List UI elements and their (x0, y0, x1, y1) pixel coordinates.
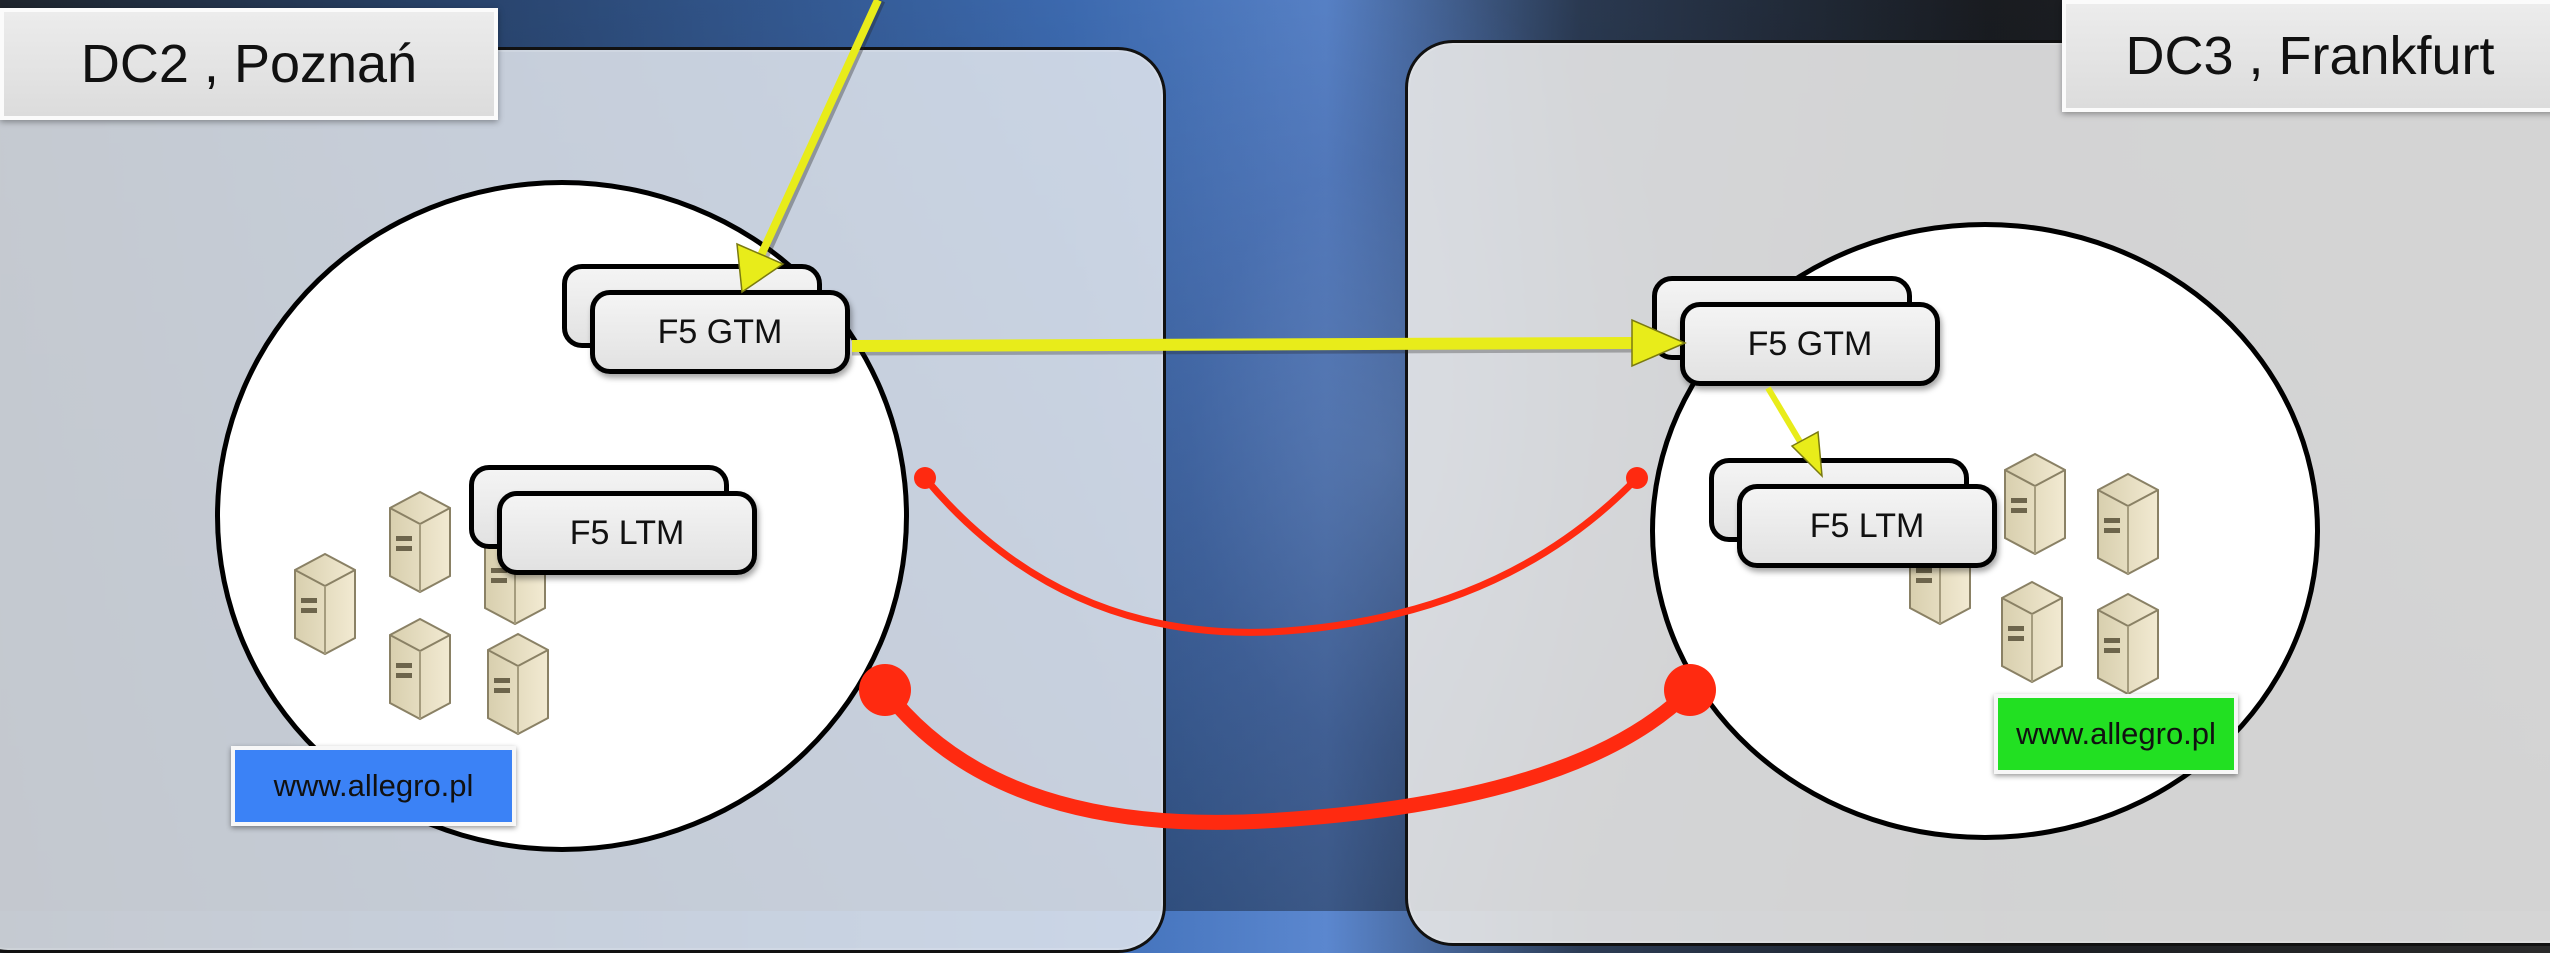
replication-link-thin (925, 478, 1637, 632)
connection-overlay (0, 0, 2550, 911)
link-endpoint (1626, 467, 1648, 489)
arrow-icon (852, 320, 1685, 366)
link-endpoint (1664, 664, 1716, 716)
arrow-icon (737, 0, 880, 292)
link-endpoint (859, 664, 911, 716)
link-endpoint (914, 467, 936, 489)
replication-link-thick (885, 690, 1690, 822)
arrow-icon (1768, 388, 1822, 476)
